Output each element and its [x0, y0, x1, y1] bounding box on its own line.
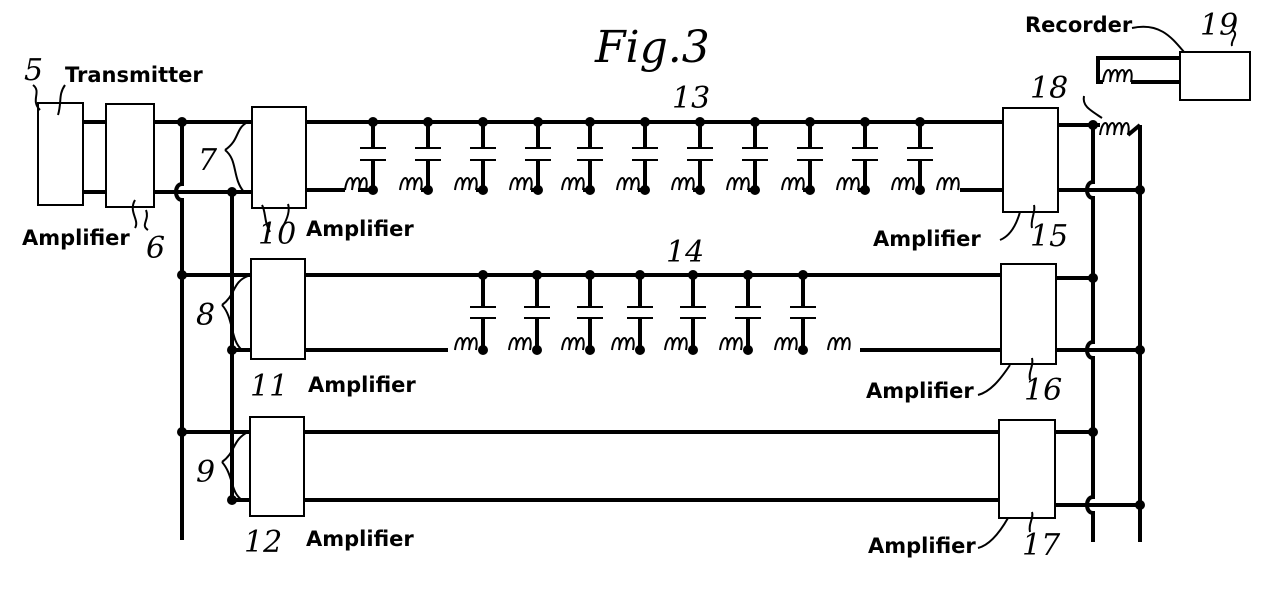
leader-line: [1028, 511, 1034, 533]
junction-dot: [177, 270, 187, 280]
inductor-coil: [454, 337, 478, 351]
leader-line: [1082, 95, 1103, 119]
amplifier-6-label: Amplifier: [22, 226, 130, 250]
inductor-coil: [936, 177, 960, 191]
leader-line: [977, 517, 1009, 549]
ref-17: 17: [1022, 528, 1061, 563]
amplifier-17-label: Amplifier: [868, 534, 976, 558]
ref-11: 11: [250, 369, 288, 404]
bus-vertical-right: [1085, 125, 1095, 542]
wire: [1096, 56, 1180, 84]
ref-12: 12: [244, 525, 282, 560]
amplifier-11-box: [250, 258, 306, 360]
recorder-label: Recorder: [1025, 13, 1133, 37]
inductor-coil: [508, 337, 532, 351]
amplifier-6-box: [105, 103, 155, 208]
amplifier-16-label: Amplifier: [866, 379, 974, 403]
leader-line: [131, 199, 138, 229]
inductor-coil: [781, 177, 805, 191]
leader-lines: [32, 25, 1237, 549]
leader-line: [224, 121, 249, 151]
amplifier-17-box: [998, 419, 1056, 519]
leader-line: [221, 461, 243, 501]
ref-16: 16: [1024, 373, 1062, 408]
junction-dot: [227, 345, 237, 355]
inductor-coil: [726, 177, 750, 191]
leader-line: [261, 204, 271, 233]
ref-13: 13: [672, 81, 710, 116]
amplifier-15-label: Amplifier: [873, 227, 981, 251]
leader-line: [221, 431, 249, 463]
leader-line: [221, 304, 243, 351]
inductor-coil: [509, 177, 533, 191]
leader-line: [143, 209, 149, 231]
junction-dot: [227, 495, 237, 505]
ref-10: 10: [258, 217, 296, 252]
inductor-coil: [616, 177, 640, 191]
amplifier-11-label: Amplifier: [308, 373, 416, 397]
leader-line: [32, 84, 41, 111]
inductor-coil: [719, 337, 743, 351]
leader-line: [57, 84, 66, 116]
amplifier-10-box: [251, 106, 307, 209]
amplifier-12-box: [249, 416, 305, 517]
transmitter-box: [37, 102, 84, 206]
inductor-coil: [561, 337, 585, 351]
leader-line: [977, 364, 1011, 396]
ref-15: 15: [1030, 219, 1068, 254]
leader-line: [1028, 357, 1034, 381]
figure-title: Fig.3: [594, 22, 710, 73]
leader-line: [1230, 29, 1237, 47]
inductor-coil: [1102, 69, 1133, 83]
ref-14: 14: [666, 235, 704, 270]
ref-6: 6: [146, 231, 165, 266]
leader-line: [281, 203, 290, 229]
junction-dot: [177, 427, 187, 437]
inductor-coil: [611, 337, 635, 351]
inductor-coil: [664, 337, 688, 351]
ref-19: 19: [1200, 8, 1238, 43]
inductor-coil: [344, 177, 368, 191]
inductor-coil: [454, 177, 478, 191]
inductor-coil: [836, 177, 860, 191]
ref-8: 8: [196, 298, 215, 333]
ref-7: 7: [198, 143, 218, 178]
loading-networks: [344, 117, 960, 355]
inductor-coil: [891, 177, 915, 191]
amplifier-15-box: [1002, 107, 1059, 213]
amplifier-16-box: [1000, 263, 1057, 365]
inductor-coil: [827, 337, 851, 351]
inductor-coil: [561, 177, 585, 191]
inductor-coil: [774, 337, 798, 351]
leader-line: [221, 275, 249, 306]
leader-line: [1030, 204, 1036, 229]
leader-line: [999, 211, 1021, 241]
amplifier-12-label: Amplifier: [306, 527, 414, 551]
ref-5: 5: [24, 53, 43, 88]
amplifier-10-label: Amplifier: [306, 217, 414, 241]
inductor-coil: [671, 177, 695, 191]
leader-line: [224, 149, 245, 193]
leader-line: [1131, 25, 1185, 53]
wire: [1126, 123, 1142, 137]
inductor-coil: [399, 177, 423, 191]
inductor-coil: [1099, 122, 1130, 136]
transmitter-label: Transmitter: [65, 63, 203, 87]
recorder-box: [1179, 51, 1251, 101]
ref-9: 9: [196, 455, 215, 490]
bus-vertical: [174, 122, 184, 540]
ref-18: 18: [1030, 71, 1068, 106]
